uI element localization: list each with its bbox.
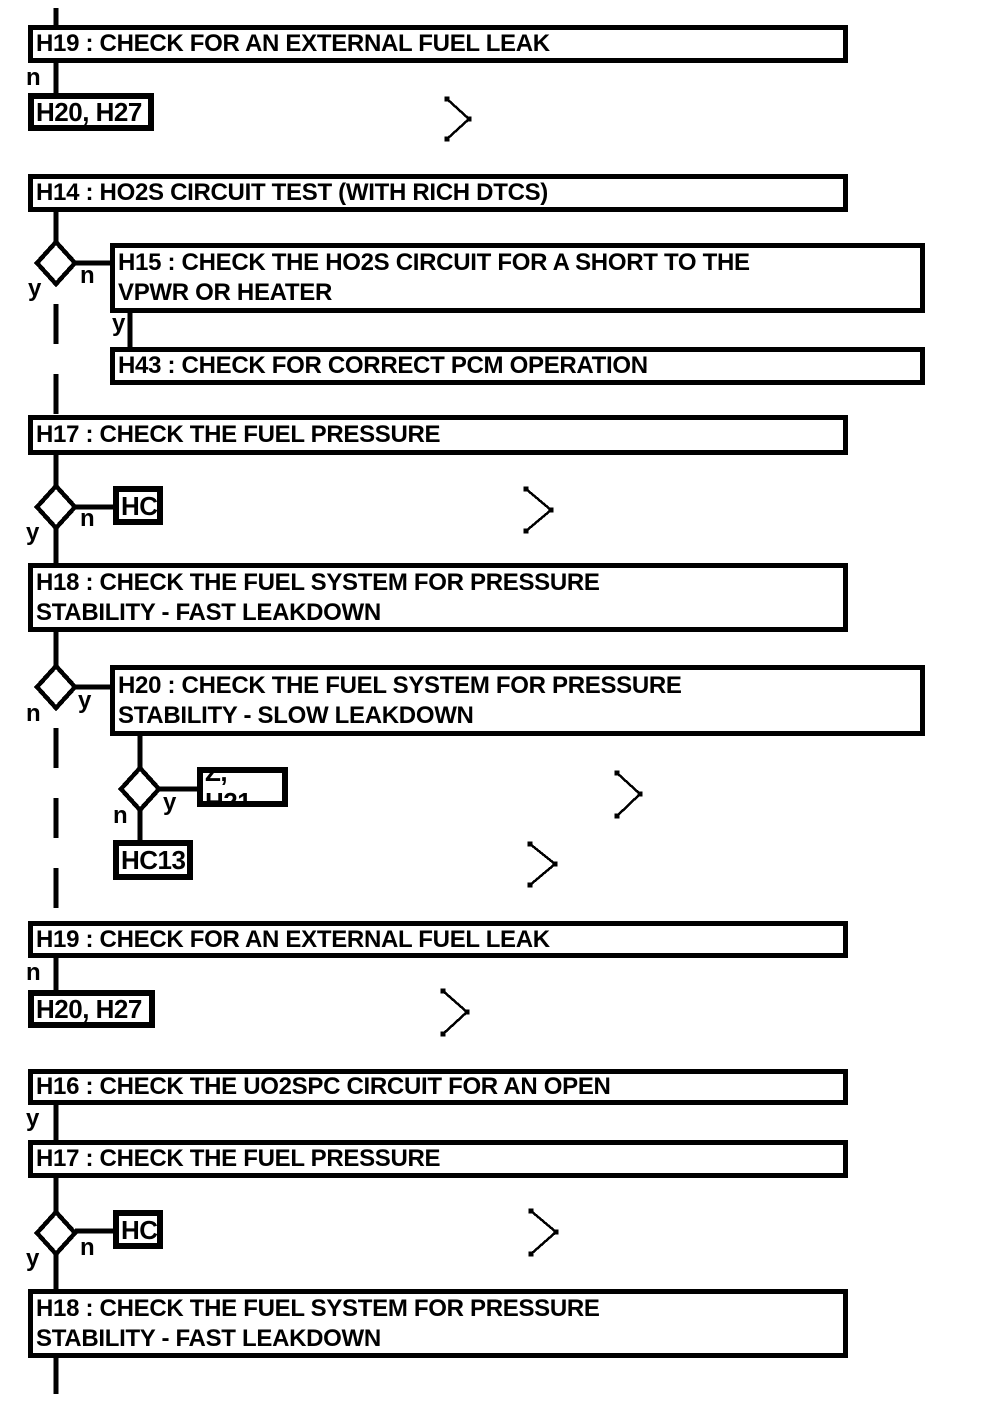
branch-label-no: n [80,1234,95,1261]
ref-label: Z, H21 [205,767,252,807]
branch-label-no: n [80,505,95,532]
step-h43: H43 : CHECK FOR CORRECT PCM OPERATION [110,347,925,385]
ref-label: HC13 [121,845,186,875]
ref-hc13: HC13 [113,840,193,880]
branch-label-no: n [80,262,95,289]
ref-label: HC [121,490,158,521]
decision-diamond-h18a [33,662,79,712]
step-label: H14 : HO2S CIRCUIT TEST (WITH RICH DTCS) [36,179,549,206]
chevron-right-icon [444,96,472,142]
branch-label-no: n [26,700,41,727]
branch-label-yes: y [28,275,42,302]
ref-hc-b: HC [113,1210,163,1249]
decision-diamond-h14 [33,238,79,288]
ref-label: HC [121,1214,158,1245]
ref-h20-h27-top: H20, H27 [28,93,154,131]
step-h19-top: H19 : CHECK FOR AN EXTERNAL FUEL LEAK [28,25,848,63]
chevron-right-icon [523,486,554,534]
decision-diamond-h20 [117,764,163,814]
step-label: H43 : CHECK FOR CORRECT PCM OPERATION [118,352,648,379]
step-h16: H16 : CHECK THE UO2SPC CIRCUIT FOR AN OP… [28,1069,848,1105]
step-h14: H14 : HO2S CIRCUIT TEST (WITH RICH DTCS) [28,174,848,212]
chevron-right-icon [614,770,643,819]
ref-h20-h27-mid: H20, H27 [28,990,155,1028]
ref-label: H20, H27 [36,97,142,127]
step-label: H19 : CHECK FOR AN EXTERNAL FUEL LEAK [36,925,550,953]
decision-diamond-h17b [33,1208,79,1258]
ref-z-h21: Z, H21 [197,767,288,807]
branch-label-no: n [26,959,41,986]
step-label: H17 : CHECK THE FUEL PRESSURE [36,421,441,448]
step-label: H17 : CHECK THE FUEL PRESSURE [36,1145,441,1172]
step-h20: H20 : CHECK THE FUEL SYSTEM FOR PRESSURE… [110,665,925,736]
branch-label-no: n [26,64,41,91]
branch-label-yes: y [26,1105,40,1132]
step-h17-a: H17 : CHECK THE FUEL PRESSURE [28,415,848,455]
step-h18-b: H18 : CHECK THE FUEL SYSTEM FOR PRESSURE… [28,1289,848,1358]
chevron-right-icon [528,1208,559,1257]
decision-diamond-h17a [33,482,79,532]
step-label: H18 : CHECK THE FUEL SYSTEM FOR PRESSURE… [36,568,600,626]
branch-label-yes: y [78,687,92,714]
branch-label-yes: y [163,789,177,816]
step-label: H20 : CHECK THE FUEL SYSTEM FOR PRESSURE… [118,671,682,729]
step-h17-b: H17 : CHECK THE FUEL PRESSURE [28,1140,848,1178]
branch-label-yes: y [26,1245,40,1272]
step-label: H16 : CHECK THE UO2SPC CIRCUIT FOR AN OP… [36,1073,611,1100]
branch-label-no: n [113,802,128,829]
step-label: H18 : CHECK THE FUEL SYSTEM FOR PRESSURE… [36,1294,600,1352]
ref-label: H20, H27 [36,994,142,1024]
branch-label-yes: y [112,310,126,337]
branch-label-yes: y [26,519,40,546]
step-h19-mid: H19 : CHECK FOR AN EXTERNAL FUEL LEAK [28,921,848,958]
step-label: H15 : CHECK THE HO2S CIRCUIT FOR A SHORT… [118,249,750,306]
chevron-right-icon [440,988,470,1037]
step-h15: H15 : CHECK THE HO2S CIRCUIT FOR A SHORT… [110,243,925,313]
ref-hc-a: HC [113,486,163,525]
step-h18-a: H18 : CHECK THE FUEL SYSTEM FOR PRESSURE… [28,563,848,632]
chevron-right-icon [527,841,558,888]
step-label: H19 : CHECK FOR AN EXTERNAL FUEL LEAK [36,30,550,57]
